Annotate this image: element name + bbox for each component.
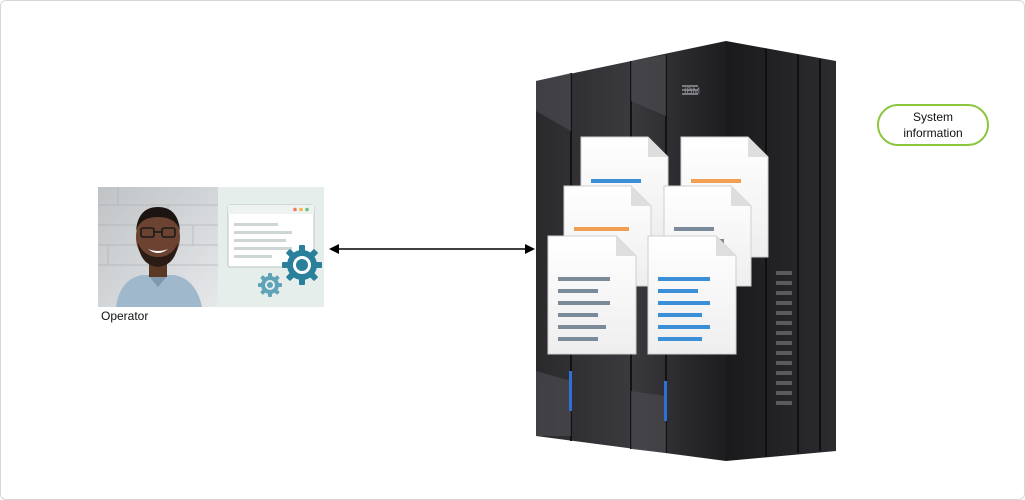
badge-line-2: information [903,126,963,140]
badge-line-1: System [912,110,953,124]
gear-icon [282,245,322,285]
settings-window-panel [218,187,324,307]
system-information-badge: System information [877,104,989,146]
mainframe-icon: IBM [536,41,836,461]
document-icon [547,235,637,355]
mainframe-brand: IBM [684,86,700,96]
double-arrow-icon [329,244,535,254]
operator-label: Operator [101,309,149,323]
operator-card [98,187,324,307]
settings-window-icon [227,204,322,297]
document-icon [647,235,737,355]
operator-photo [98,187,218,307]
